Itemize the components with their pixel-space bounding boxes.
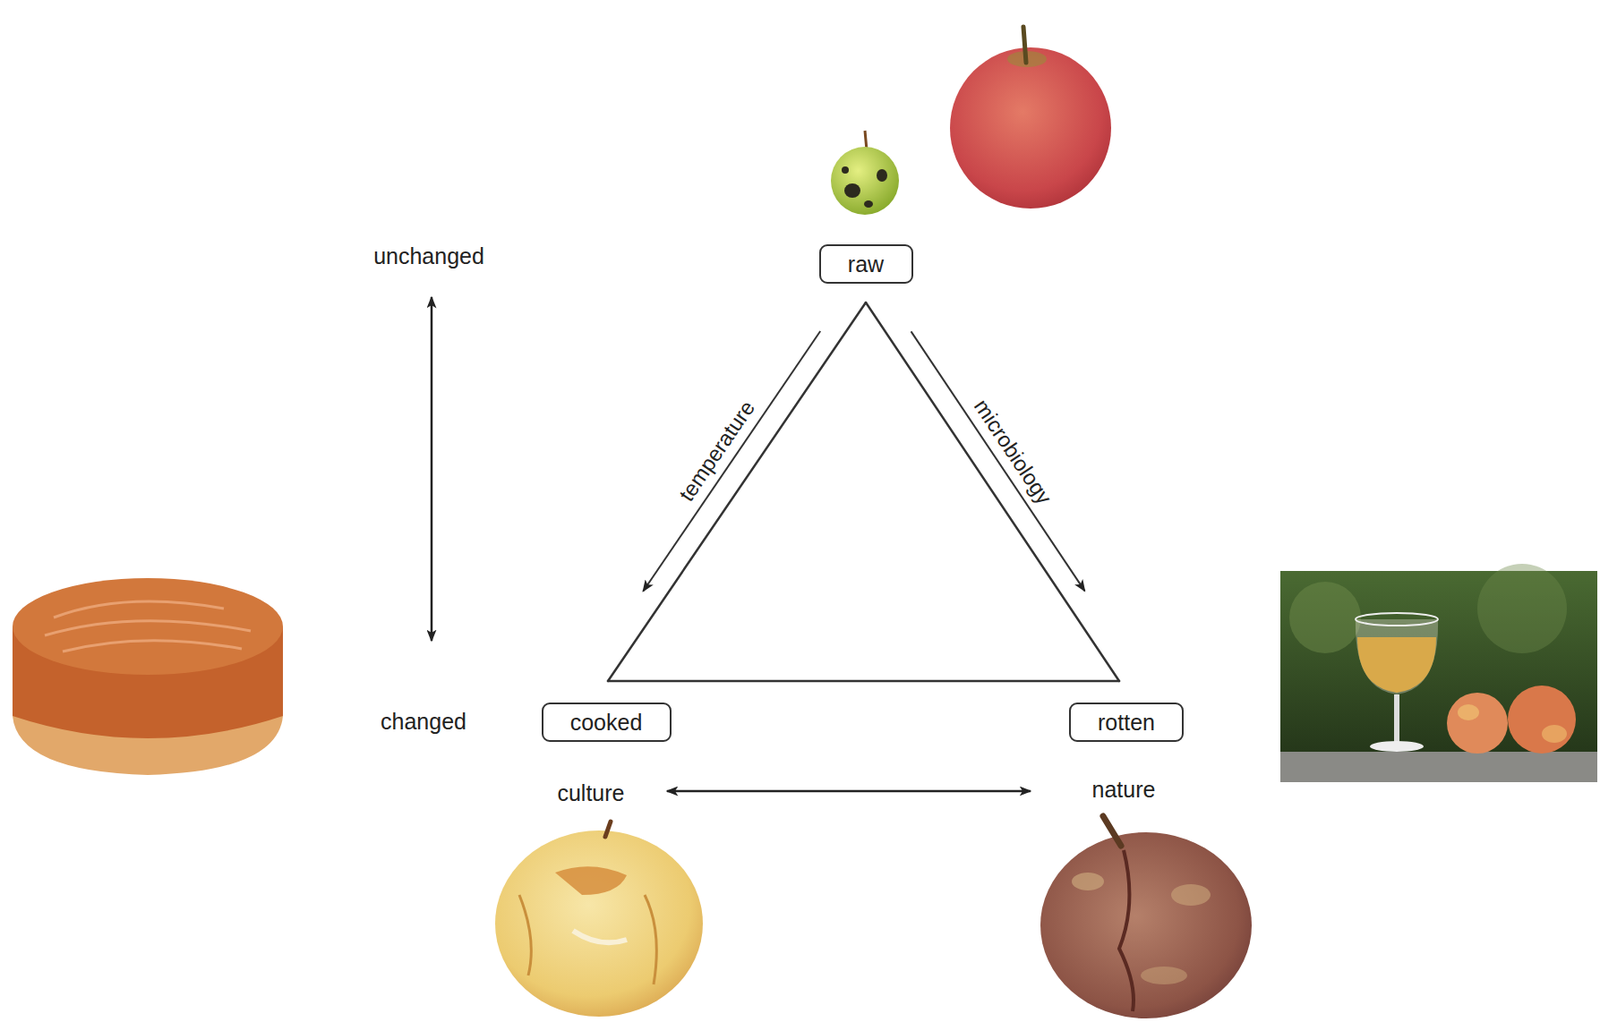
double-arrow <box>667 790 1031 794</box>
cider-photo <box>1280 564 1598 783</box>
baked-apple <box>495 821 703 1018</box>
apple-spot <box>876 169 888 182</box>
caramel-top <box>12 578 283 676</box>
apple-stem <box>605 821 611 838</box>
axis-label: changed <box>380 709 467 736</box>
apple-slice <box>62 641 242 652</box>
foliage <box>1477 564 1567 654</box>
apple <box>1507 685 1576 754</box>
cider <box>1357 637 1437 694</box>
apple-highlight <box>1457 704 1480 721</box>
table <box>1280 752 1598 783</box>
mould-spot <box>1140 966 1188 985</box>
crab-apple <box>830 146 899 215</box>
state-box: rotten <box>1069 702 1184 743</box>
apple-wrinkle <box>555 866 627 896</box>
red-apple <box>949 47 1112 209</box>
edge-label: microbiology <box>967 393 1058 511</box>
apple <box>1446 693 1508 754</box>
process-arrow <box>911 331 1086 591</box>
apple-slice <box>53 601 224 618</box>
glass-stem <box>1394 694 1400 745</box>
raw-apples <box>830 26 1112 215</box>
apple-spot <box>844 183 861 198</box>
axis-label: nature <box>1092 777 1156 804</box>
mould-spot <box>1071 872 1104 891</box>
glass-foot <box>1369 741 1424 753</box>
apple-wrinkle <box>573 931 627 943</box>
baked-apple-body <box>495 830 703 1018</box>
glass-rim <box>1355 613 1438 626</box>
apple-spot <box>864 200 873 208</box>
apple-crack <box>1119 850 1134 1012</box>
triangle-side <box>865 302 1120 682</box>
apple-highlight <box>1541 725 1567 744</box>
state-label: rotten <box>1097 710 1156 736</box>
mould-spot <box>1171 884 1211 907</box>
apple-spot <box>841 166 849 174</box>
triangle-side <box>607 302 866 682</box>
apple-stem <box>1023 26 1027 63</box>
process-arrow <box>642 331 821 592</box>
tarte-tatin <box>12 578 283 776</box>
foliage <box>1289 581 1361 654</box>
axis-label: culture <box>556 780 625 807</box>
apple-slice <box>44 621 251 636</box>
state-label: raw <box>847 251 884 278</box>
axis-label: unchanged <box>373 243 485 270</box>
rotten-apple-body <box>1040 832 1252 1019</box>
state-box: raw <box>819 244 914 284</box>
apple-wrinkle <box>644 895 657 985</box>
rotten-apple <box>1040 816 1252 1019</box>
glass-bowl <box>1355 619 1438 695</box>
state-label: cooked <box>570 710 643 736</box>
double-arrow <box>430 297 434 642</box>
apple-stem <box>1103 816 1121 847</box>
apple-wrinkle <box>519 895 531 976</box>
triangle-side <box>607 680 1120 684</box>
state-box: cooked <box>541 702 672 743</box>
edge-label: temperature <box>673 394 762 508</box>
